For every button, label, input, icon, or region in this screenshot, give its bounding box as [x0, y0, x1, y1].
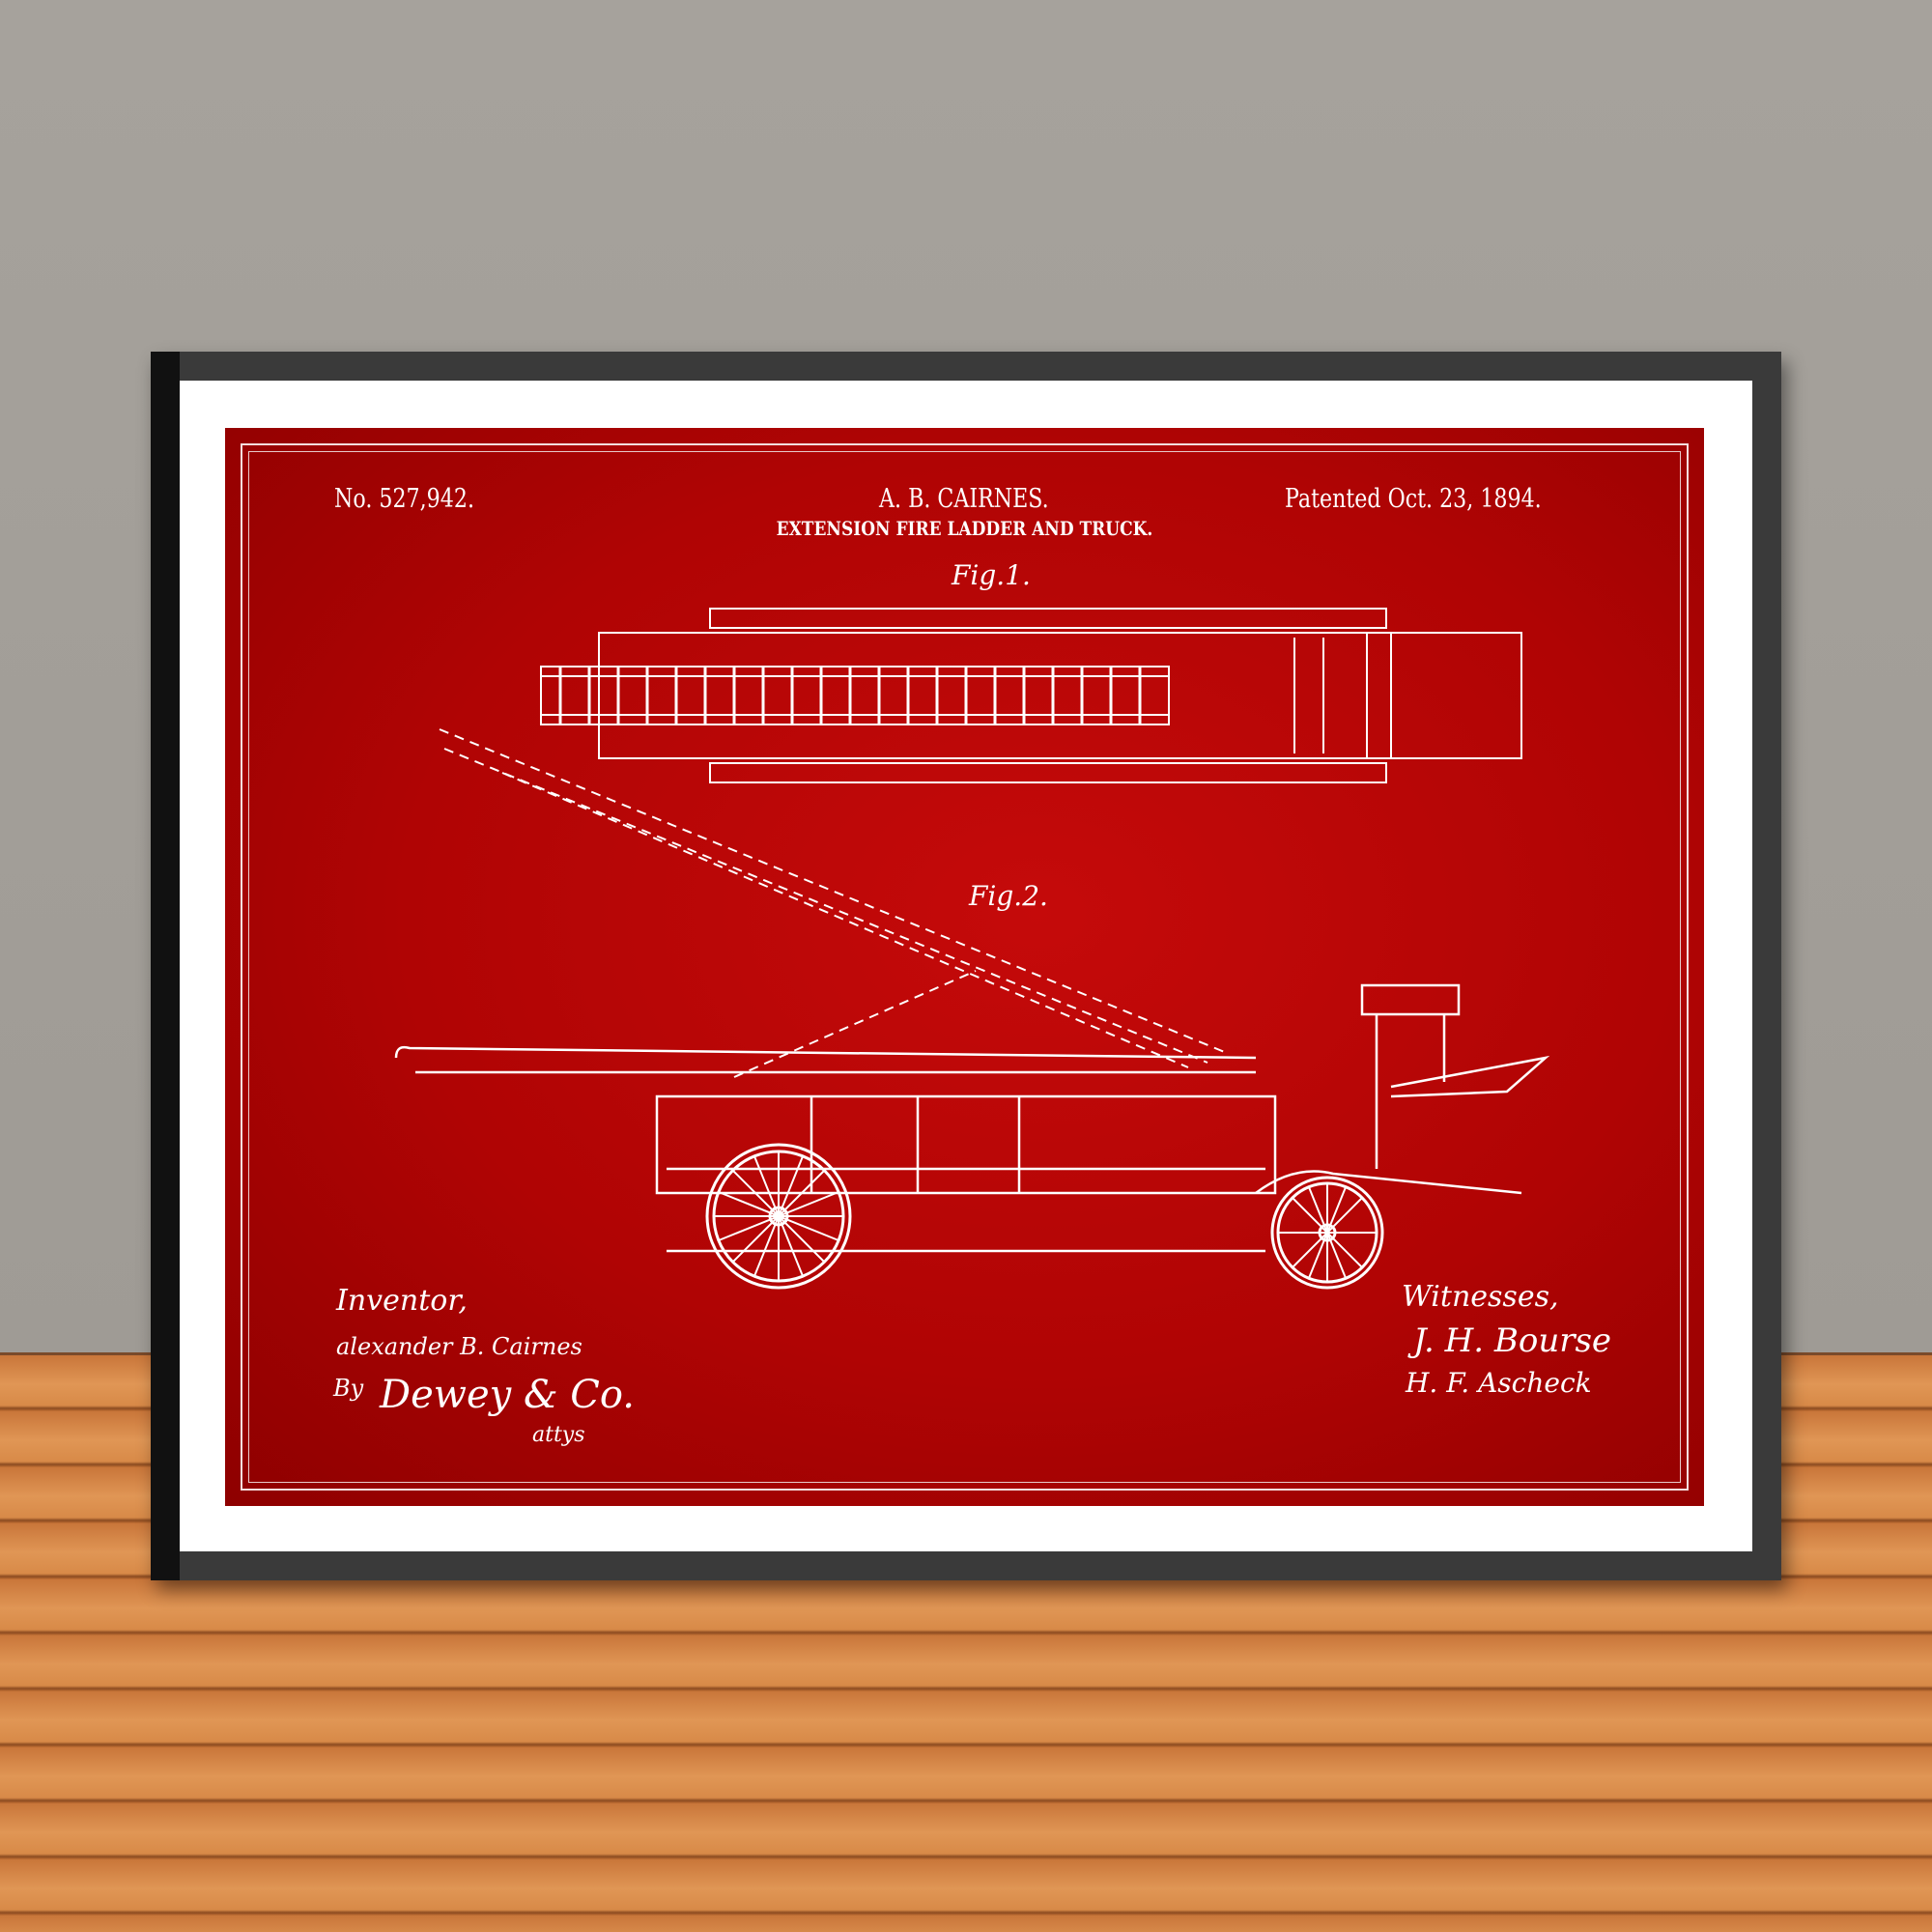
- witnesses-label: Witnesses,: [1402, 1280, 1559, 1314]
- inventor-signature: alexander B. Cairnes: [336, 1333, 582, 1360]
- fig2-truck-side-view: [394, 983, 1550, 1253]
- witness-2-signature: H. F. Ascheck: [1406, 1367, 1592, 1399]
- inventor-label: Inventor,: [336, 1284, 468, 1318]
- attorney-suffix: attys: [532, 1423, 585, 1447]
- frame-shadow-edge: [151, 352, 180, 1580]
- attorney-signature: Dewey & Co.: [380, 1373, 635, 1417]
- patent-title: EXTENSION FIRE LADDER AND TRUCK.: [776, 517, 1153, 540]
- rear-wheel: [1270, 1176, 1384, 1290]
- patent-date: Patented Oct. 23, 1894.: [1285, 484, 1542, 514]
- fig1-top-view: [540, 608, 1522, 783]
- front-wheel: [705, 1143, 852, 1290]
- patent-number: No. 527,942.: [334, 484, 474, 514]
- fig2-raised-ladder-dashed: [439, 728, 1228, 1078]
- inventor-name: A. B. CAIRNES.: [879, 484, 1049, 514]
- wheels: [705, 1143, 1384, 1290]
- print-border-inner: [248, 451, 1681, 1483]
- print-border-outer: [241, 443, 1689, 1491]
- fig1-label: Fig.1.: [952, 559, 1031, 591]
- witness-1-signature: J. H. Bourse: [1413, 1321, 1612, 1360]
- attorney-by: By: [333, 1375, 364, 1402]
- fig2-label: Fig.2.: [969, 880, 1048, 912]
